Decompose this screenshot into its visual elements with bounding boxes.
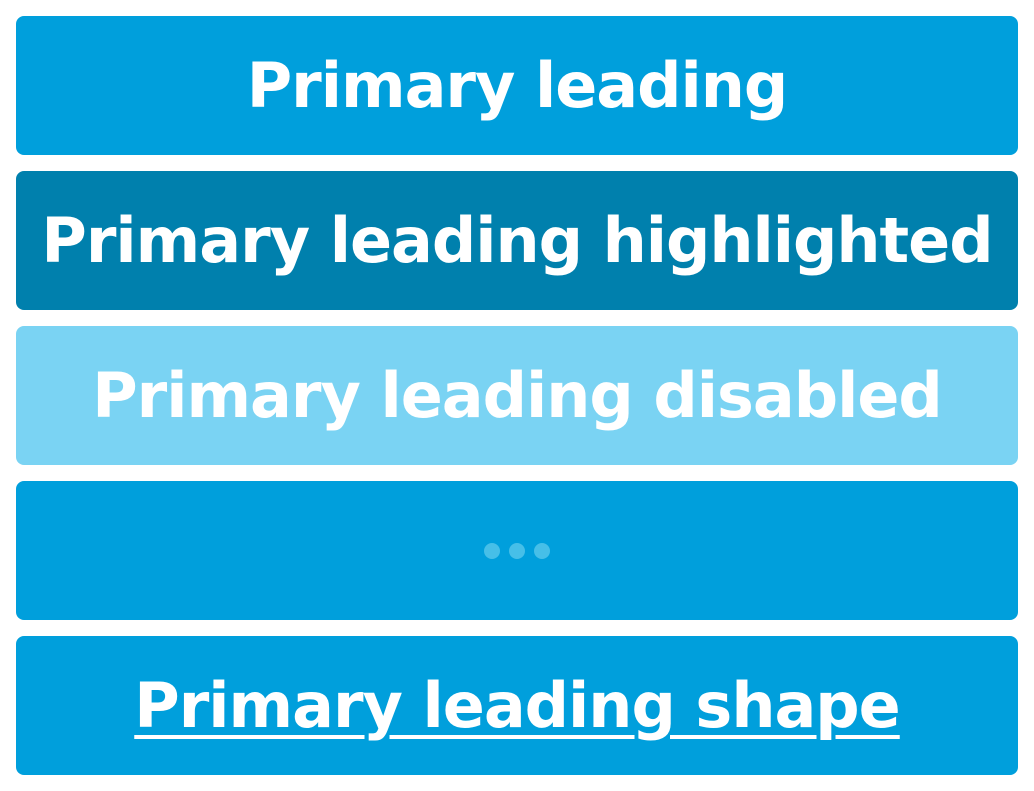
button-label: Primary leading highlighted (41, 204, 993, 277)
primary-leading-button[interactable]: Primary leading (16, 16, 1018, 155)
loading-dot (509, 542, 525, 559)
primary-leading-loading-button[interactable] (16, 481, 1018, 620)
loading-dots-icon (484, 542, 550, 559)
loading-dot (484, 542, 500, 559)
button-label: Primary leading shape (134, 669, 900, 742)
primary-leading-highlighted-button[interactable]: Primary leading highlighted (16, 171, 1018, 310)
primary-leading-disabled-button: Primary leading disabled (16, 326, 1018, 465)
loading-dot (534, 542, 550, 559)
primary-leading-shape-button[interactable]: Primary leading shape (16, 636, 1018, 775)
button-label: Primary leading disabled (92, 359, 943, 432)
button-label: Primary leading (246, 49, 789, 122)
